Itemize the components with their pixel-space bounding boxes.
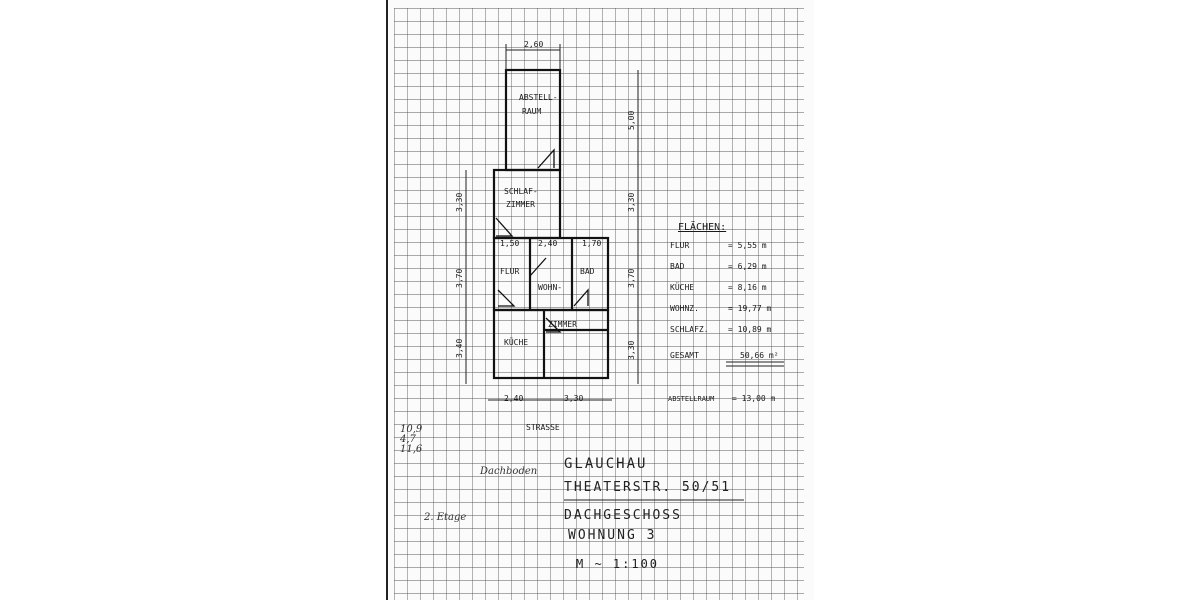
room-label-abstellraum-2: RAUM [522,107,541,116]
dim-label-left-mid: 3,70 [455,269,464,288]
area-row-label: BAD [670,262,685,271]
margin-note-floor: 2. Etage [424,512,467,523]
area-row-label: SCHLAFZ. [670,325,709,334]
title-floor: DACHGESCHOSS [564,508,682,523]
door-bad [573,288,589,307]
room-label-flur: FLUR [500,267,519,276]
walls [492,68,610,380]
door-kueche [545,317,562,333]
area-row-value: = 5,55 m [728,241,767,250]
room-label-bad: BAD [580,267,595,276]
area-row-value: = 10,89 m [728,325,772,334]
street-label: STRASSE [526,423,560,432]
door-flur [497,289,516,307]
area-row-label: FLUR [670,241,689,250]
margin-note-attic: Dachboden [480,466,538,477]
floor-plan-drawing: ABSTELL- RAUM SCHLAF- ZIMMER FLUR WOHN- … [394,8,804,600]
room-label-wohnzimmer-2: ZIMMER [548,320,577,329]
wall-lower-block [492,308,610,380]
floor-plan-sheet: ABSTELL- RAUM SCHLAF- ZIMMER FLUR WOHN- … [386,0,814,600]
dim-label-bottom-right: 3,30 [564,394,583,403]
room-label-schlafzimmer-1: SCHLAF- [504,187,538,196]
dim-label-right-schlaf: 3,30 [627,193,636,212]
room-label-abstellraum-1: ABSTELL- [519,93,558,102]
dim-label-flur-width: 1,50 [500,239,519,248]
dim-label-bottom-left: 2,40 [504,394,523,403]
room-label-wohnzimmer-1: WOHN- [538,283,562,292]
area-row-label: WOHNZ. [670,304,699,313]
title-city: GLAUCHAU [564,456,648,472]
door-swings [495,148,589,333]
dim-label-right-abstell: 5,00 [627,111,636,130]
room-label-schlafzimmer-2: ZIMMER [506,200,535,209]
title-scale: M ~ 1:100 [576,557,660,571]
margin-number-1: 10,9 [400,424,423,435]
area-row-value: = 8,16 m [728,283,767,292]
area-row-value: = 6,29 m [728,262,767,271]
areas-heading: FLÄCHEN: [678,220,726,233]
title-street: THEATERSTR. 50/51 [564,480,732,495]
dim-label-left-lower: 3,40 [455,339,464,358]
margin-number-3: 11,6 [400,444,423,455]
door-wohnzimmer [529,257,547,277]
areas-total-value: 50,66 m² [740,351,779,360]
area-row-label: KÜCHE [670,282,694,292]
door-abstellraum [537,148,555,169]
room-label-kueche: KÜCHE [504,337,528,347]
dim-label-left-schlaf: 3,30 [455,193,464,212]
areas-storage-value: = 13,00 m [732,394,776,403]
dim-label-wohn-width: 2,40 [538,239,557,248]
margin-number-2: 4,7 [400,434,416,445]
dim-label-top-width: 2,60 [524,40,543,49]
areas-storage-label: ABSTELLRAUM [668,395,714,403]
areas-rows: FLUR = 5,55 m BAD = 6,29 m KÜCHE = 8,16 m WOHN… [670,241,772,334]
dimension-lines [465,44,639,401]
areas-total-label: GESAMT [670,351,699,360]
dim-label-right-mid: 3,70 [627,269,636,288]
dim-label-right-lower: 3,30 [627,341,636,360]
graph-paper-grid [394,8,804,600]
area-row-value: = 19,77 m [728,304,772,313]
door-schlafzimmer [495,217,514,237]
dim-label-bad-width: 1,70 [582,239,601,248]
title-unit: WOHNUNG 3 [568,528,657,543]
